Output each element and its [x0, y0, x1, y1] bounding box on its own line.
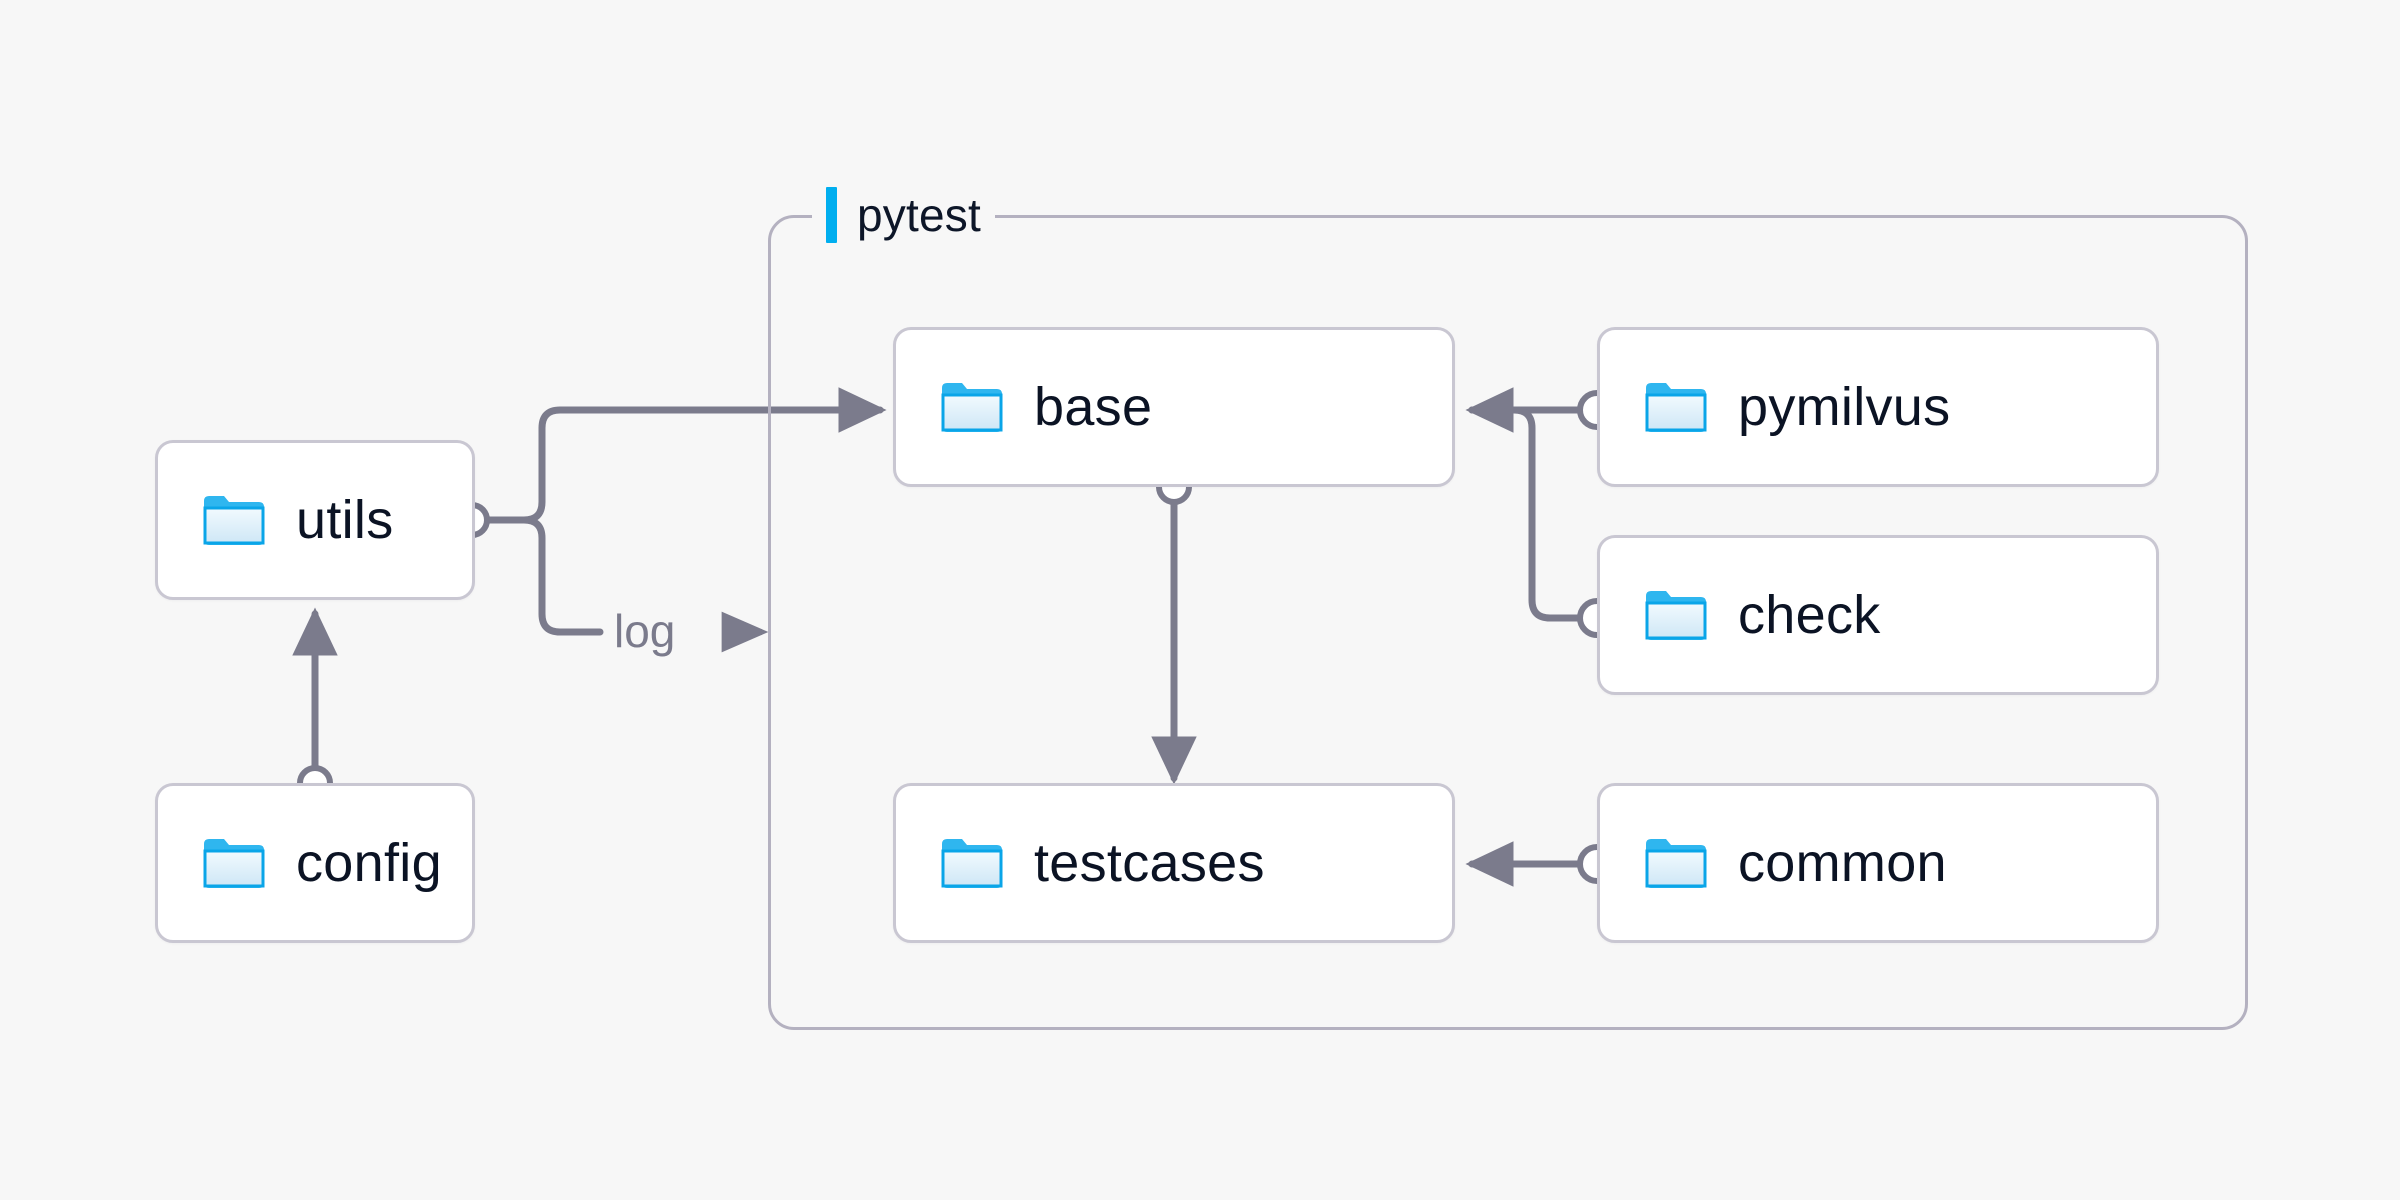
pytest-group-header: pytest — [812, 183, 995, 247]
node-common[interactable]: common — [1597, 783, 2159, 943]
node-label: common — [1738, 833, 1947, 893]
node-config[interactable]: config — [155, 783, 475, 943]
node-label: config — [296, 833, 442, 893]
accent-bar-icon — [826, 187, 837, 243]
folder-icon — [941, 839, 1003, 888]
node-utils[interactable]: utils — [155, 440, 475, 600]
pytest-group-container — [768, 215, 2248, 1030]
folder-icon — [203, 839, 265, 888]
group-title-label: pytest — [857, 189, 981, 241]
edge-label-log: log — [606, 608, 684, 654]
node-label: testcases — [1034, 833, 1265, 893]
folder-icon — [1645, 383, 1707, 432]
folder-icon — [203, 496, 265, 545]
node-label: check — [1738, 585, 1881, 645]
folder-icon — [941, 383, 1003, 432]
node-pymilvus[interactable]: pymilvus — [1597, 327, 2159, 487]
folder-icon — [1645, 591, 1707, 640]
folder-icon — [1645, 839, 1707, 888]
node-testcases[interactable]: testcases — [893, 783, 1455, 943]
node-check[interactable]: check — [1597, 535, 2159, 695]
node-label: base — [1034, 377, 1153, 437]
node-label: utils — [296, 490, 394, 550]
node-label: pymilvus — [1738, 377, 1951, 437]
node-base[interactable]: base — [893, 327, 1455, 487]
